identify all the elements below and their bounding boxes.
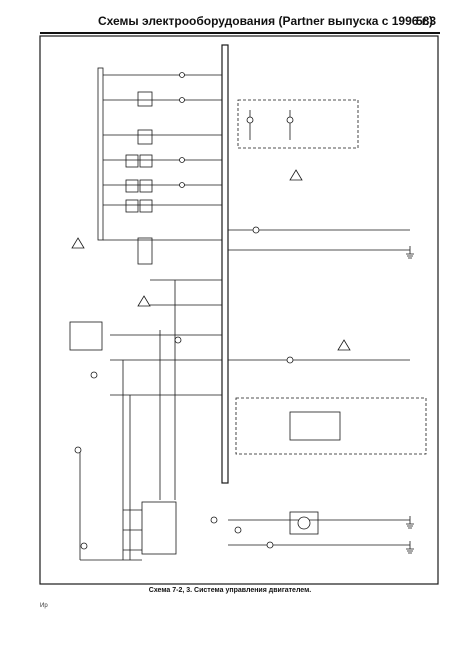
connector-6 [286,116,294,124]
warning-triangle-2 [137,295,151,307]
vertical-wires [122,280,176,560]
component-box [289,411,341,441]
relay-block-7 [139,179,153,193]
ecu-block-1 [137,237,153,265]
connector-7 [286,356,294,364]
ground-2 [406,516,414,529]
connector-2 [179,97,185,103]
connector-10 [90,371,98,379]
diagram-frame [39,35,439,585]
corner-mark: Ир [40,603,48,609]
warning-triangle-1 [71,237,85,249]
upper-wires [103,74,222,241]
motor-symbol [297,516,311,530]
ground-3 [406,541,414,554]
middle-wires [110,279,222,396]
relay-block-4 [125,179,139,193]
right-wires [228,229,410,546]
connector-15 [210,516,218,524]
connector-3 [179,157,185,163]
page-number: 583 [415,14,436,28]
motor-box [289,511,319,535]
main-harness-bus [221,44,229,484]
page-header: Схемы электрооборудования (Partner выпус… [40,10,440,34]
sensor-block-left [69,321,103,351]
connector-12 [80,542,88,550]
warning-triangle-4 [289,169,303,181]
relay-block-2 [137,129,153,145]
connector-13 [234,526,242,534]
left-harness-bundle [97,67,104,241]
control-module-leads [123,509,142,551]
right-middle-box [235,397,427,455]
ground-1 [406,246,414,259]
connector-8 [252,226,260,234]
connector-5 [246,116,254,124]
connector-14 [266,541,274,549]
connector-11 [74,446,82,454]
connector-9 [174,336,182,344]
warning-triangle-3 [337,339,351,351]
diagram-caption: Схема 7-2, 3. Система управления двигате… [148,587,312,594]
relay-block-6 [139,154,153,168]
right-upper-box [237,99,359,149]
relay-block-1 [137,91,153,107]
relay-block-8 [139,199,153,213]
connector-4 [179,182,185,188]
page-title: Схемы электрооборудования (Partner выпус… [98,14,433,28]
relay-block-3 [125,154,139,168]
control-module [141,501,177,555]
relay-block-5 [125,199,139,213]
right-upper-leads [249,110,291,140]
connector-1 [179,72,185,78]
left-bottom-wire [79,450,142,561]
